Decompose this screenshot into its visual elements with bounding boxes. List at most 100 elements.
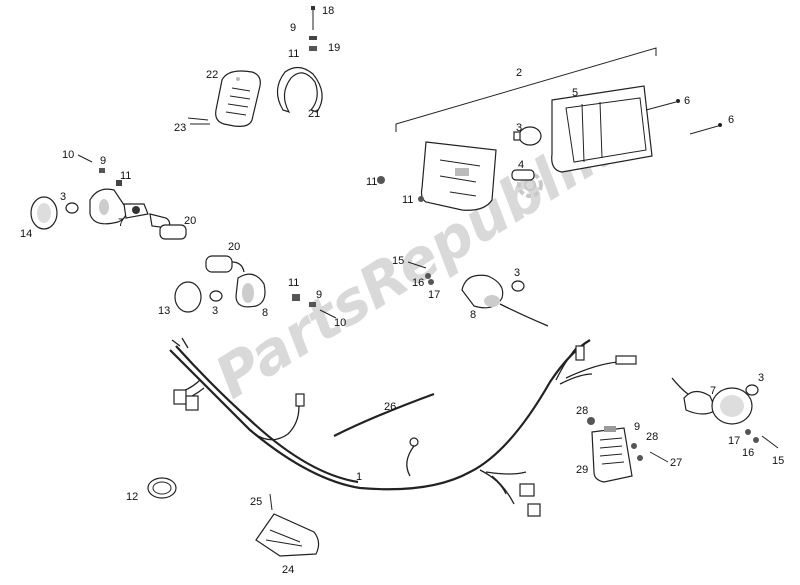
license-light-housing — [215, 70, 261, 127]
callout-11: 11 — [402, 194, 413, 206]
nut-17-right — [745, 429, 751, 435]
callout-16: 16 — [412, 277, 424, 289]
callout-17: 17 — [428, 289, 440, 301]
callout-3: 3 — [516, 122, 522, 134]
callout-2: 2 — [516, 67, 522, 79]
callout-18: 18 — [322, 5, 334, 17]
callout-26: 26 — [384, 401, 396, 413]
callout-15: 15 — [772, 455, 784, 467]
callout-10: 10 — [62, 149, 74, 161]
callout-3: 3 — [514, 267, 520, 279]
callout-8: 8 — [262, 307, 268, 319]
callout-20: 20 — [228, 241, 240, 253]
bulb-3-tail — [513, 126, 542, 146]
callout-16: 16 — [742, 447, 754, 459]
screw-23 — [187, 117, 210, 125]
hose-26 — [333, 392, 435, 437]
nut-11-tail-b — [418, 196, 424, 202]
indicator-body-8-left — [235, 273, 266, 308]
screw-27 — [649, 451, 669, 463]
callout-11: 11 — [288, 277, 299, 289]
screw-18 — [311, 6, 315, 30]
callout-11: 11 — [288, 48, 299, 60]
callout-25: 25 — [250, 496, 262, 508]
callout-9: 9 — [634, 421, 640, 433]
callout-6: 6 — [684, 95, 690, 107]
callout-3: 3 — [60, 191, 66, 203]
indicator-body-8-rear — [461, 274, 549, 327]
bulb-3-front-left — [65, 202, 79, 214]
callout-22: 22 — [206, 69, 218, 81]
callout-21: 21 — [308, 108, 320, 120]
callout-6: 6 — [728, 114, 734, 126]
cable-clamp-12 — [147, 477, 177, 499]
washer-16-mid — [425, 273, 431, 279]
callout-9: 9 — [316, 289, 322, 301]
nut-28-b — [637, 455, 643, 461]
bulb-4-tail — [511, 169, 535, 181]
callout-12: 12 — [126, 491, 138, 503]
callout-14: 14 — [20, 228, 32, 240]
nut-17-mid — [428, 279, 434, 285]
washer-9-top — [309, 36, 317, 40]
callout-20: 20 — [184, 215, 196, 227]
callout-10: 10 — [334, 317, 346, 329]
bulb-3-rear — [511, 280, 525, 292]
callout-labels: 18 9 11 19 22 21 23 2 5 6 6 3 4 11 11 10… — [20, 5, 784, 576]
callout-5: 5 — [572, 87, 578, 99]
callout-13: 13 — [158, 305, 170, 317]
callout-3: 3 — [212, 305, 218, 317]
callout-9: 9 — [290, 22, 296, 34]
screw-6-upper — [645, 99, 680, 111]
tail-light-lens — [551, 85, 653, 173]
voltage-regulator — [591, 426, 633, 483]
screw-15-right — [761, 435, 779, 449]
indicator-lens-13 — [174, 281, 202, 313]
group-bracket-2 — [395, 47, 657, 132]
washer-16-right — [753, 437, 759, 443]
callout-19: 19 — [328, 42, 340, 54]
indicator-lens-14 — [30, 196, 58, 230]
callout-9: 9 — [100, 155, 106, 167]
callout-11: 11 — [366, 176, 377, 188]
callout-28: 28 — [576, 405, 588, 417]
callout-3: 3 — [758, 372, 764, 384]
indicator-body-7-left — [89, 188, 149, 225]
bulb-3-right — [745, 384, 759, 396]
callout-7: 7 — [710, 385, 716, 397]
screw-10-center — [319, 309, 337, 319]
callout-28: 28 — [646, 431, 658, 443]
screw-15-mid — [407, 261, 427, 269]
callout-29: 29 — [576, 464, 588, 476]
callout-8: 8 — [470, 309, 476, 321]
callout-11: 11 — [120, 170, 131, 182]
screw-25 — [269, 493, 273, 511]
callout-1: 1 — [356, 471, 362, 483]
washer-9-left — [99, 168, 105, 173]
nut-11-center — [292, 294, 300, 301]
indicator-body-7-right — [671, 377, 753, 425]
screw-10-left — [77, 154, 93, 163]
wiring-harness — [169, 337, 637, 517]
callout-4: 4 — [518, 159, 524, 171]
washer-9-center — [309, 302, 316, 307]
callout-27: 27 — [670, 457, 682, 469]
screw-6-lower — [689, 123, 722, 135]
washer-9-reg — [631, 443, 637, 449]
nut-11-top — [309, 46, 317, 51]
callout-24: 24 — [282, 564, 294, 576]
cover-24 — [255, 513, 320, 557]
callout-17: 17 — [728, 435, 740, 447]
connector-20-left — [149, 213, 187, 240]
callout-7: 7 — [118, 217, 124, 229]
callout-15: 15 — [392, 255, 404, 267]
bulb-3-center — [209, 290, 223, 302]
callout-23: 23 — [174, 122, 186, 134]
connector-20-center — [205, 255, 245, 273]
nut-11-left — [116, 180, 122, 186]
nut-28-a — [587, 417, 595, 425]
nut-11-tail-a — [377, 176, 385, 184]
tail-light-base — [420, 141, 497, 211]
license-light-bracket — [276, 66, 323, 114]
